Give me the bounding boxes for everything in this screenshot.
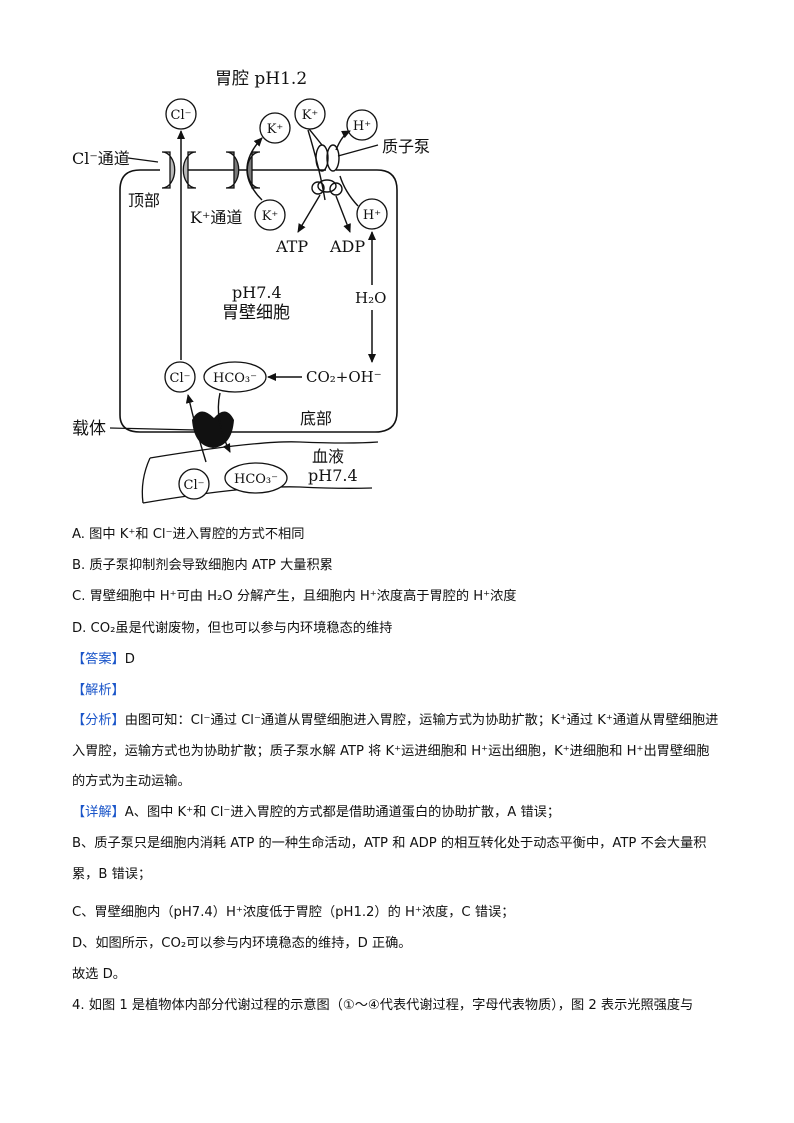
option-d: D. CO₂虽是代谢废物，但也可以参与内环境稳态的维持 [72, 621, 393, 636]
carrier-protein [192, 411, 234, 448]
arrow-cl-into-cell [185, 394, 207, 463]
svg-text:Cl⁻: Cl⁻ [171, 108, 192, 123]
answer-value: D [124, 652, 135, 667]
svg-text:K⁺: K⁺ [302, 108, 319, 123]
k-ion-pump: K⁺ [294, 98, 326, 130]
adp-label: ADP [329, 237, 365, 256]
option-a: A. 图中 K⁺和 Cl⁻进入胃腔的方式不相同 [72, 527, 305, 542]
arrow-pump-adp [335, 195, 351, 233]
hco3-ion-blood: HCO₃⁻ [224, 462, 288, 494]
co2-oh-label: CO₂+OH⁻ [306, 368, 382, 386]
cl-ion-lumen: Cl⁻ [165, 98, 197, 130]
atp-label: ATP [275, 237, 308, 256]
cell-membrane [119, 169, 398, 433]
cl-channel-right-half [182, 151, 197, 189]
xiangjie-b: B、质子泵只是细胞内消耗 ATP 的一种生命活动，ATP 和 ADP 的相互转化… [72, 836, 707, 882]
h-ion-lumen: H⁺ [346, 109, 378, 141]
hco3-ion-cell: HCO₃⁻ [203, 361, 267, 393]
arrow-h-out [335, 130, 351, 151]
blood-ph-label: pH7.4 [308, 466, 358, 485]
apical-label: 顶部 [128, 191, 160, 210]
xiangjie-d: D、如图所示，CO₂可以参与内环境稳态的维持，D 正确。 [72, 936, 412, 951]
h-ion-cell: H⁺ [356, 198, 388, 230]
lumen-label: 胃腔 pH1.2 [215, 69, 307, 89]
cl-channel-label: Cl⁻通道 [72, 149, 130, 168]
xiangjie-a: A、图中 K⁺和 Cl⁻进入胃腔的方式都是借助通道蛋白的协助扩散，A 错误； [124, 805, 561, 820]
arrow-pump-atp [297, 194, 321, 233]
svg-text:K⁺: K⁺ [267, 122, 284, 137]
option-b: B. 质子泵抑制剂会导致细胞内 ATP 大量积累 [72, 558, 333, 573]
cl-ion-blood: Cl⁻ [178, 468, 210, 500]
cell-ph-label: pH7.4 [232, 283, 282, 302]
k-ion-lumen: K⁺ [259, 112, 291, 144]
k-channel-left-half [225, 151, 240, 189]
fenxi-paragraph: 【分析】由图可知：Cl⁻通过 Cl⁻通道从胃壁细胞进入胃腔，运输方式为协助扩散；… [72, 706, 722, 798]
arrow-h-cell-to-pump [339, 175, 359, 207]
xiangjie-c: C、胃壁细胞内（pH7.4）H⁺浓度低于胃腔（pH1.2）的 H⁺浓度，C 错误… [72, 905, 515, 920]
basal-label: 底部 [300, 409, 332, 428]
answer-tag: 【答案】 [72, 652, 125, 667]
svg-text:Cl⁻: Cl⁻ [170, 371, 191, 386]
answer-line: 【答案】D [72, 650, 135, 670]
arrow-k-in [307, 129, 326, 201]
arrow-k-out [246, 137, 263, 201]
proton-pump [299, 117, 343, 196]
xiangjie-paragraph-a: 【详解】A、图中 K⁺和 Cl⁻进入胃腔的方式都是借助通道蛋白的协助扩散，A 错… [72, 798, 722, 829]
h2o-label: H₂O [355, 289, 386, 307]
gastric-parietal-cell-diagram: 胃腔 pH1.2 Cl⁻通道 顶部 K⁺通道 质子泵 Cl⁻ K⁺ K⁺ H⁺ [72, 69, 430, 504]
svg-text:K⁺: K⁺ [262, 209, 279, 224]
carrier-label: 载体 [72, 419, 106, 439]
conclusion: 故选 D。 [72, 967, 126, 982]
analysis-heading: 【解析】 [72, 681, 125, 701]
svg-text:Cl⁻: Cl⁻ [184, 478, 205, 493]
k-channel-label: K⁺通道 [190, 208, 242, 227]
blood-label: 血液 [312, 447, 344, 466]
fenxi-text: 由图可知：Cl⁻通过 Cl⁻通道从胃壁细胞进入胃腔，运输方式为协助扩散；K⁺通过… [72, 713, 719, 789]
xiangjie-tag: 【详解】 [72, 805, 125, 820]
svg-text:H⁺: H⁺ [353, 119, 371, 134]
k-ion-cell: K⁺ [254, 199, 286, 231]
analysis-tag: 【解析】 [72, 683, 125, 698]
svg-text:H⁺: H⁺ [363, 208, 381, 223]
option-c: C. 胃壁细胞中 H⁺可由 H₂O 分解产生，且细胞内 H⁺浓度高于胃腔的 H⁺… [72, 589, 517, 604]
blood-vessel-upper [149, 441, 379, 459]
svg-text:HCO₃⁻: HCO₃⁻ [234, 472, 278, 487]
proton-pump-label: 质子泵 [382, 137, 430, 156]
cell-name-label: 胃壁细胞 [222, 303, 290, 323]
fenxi-tag: 【分析】 [72, 713, 125, 728]
svg-text:HCO₃⁻: HCO₃⁻ [213, 371, 257, 386]
cl-ion-cell: Cl⁻ [164, 361, 196, 393]
cl-channel-left-half [161, 151, 176, 189]
next-question: 4. 如图 1 是植物体内部分代谢过程的示意图（①～④代表代谢过程，字母代表物质… [72, 998, 694, 1013]
